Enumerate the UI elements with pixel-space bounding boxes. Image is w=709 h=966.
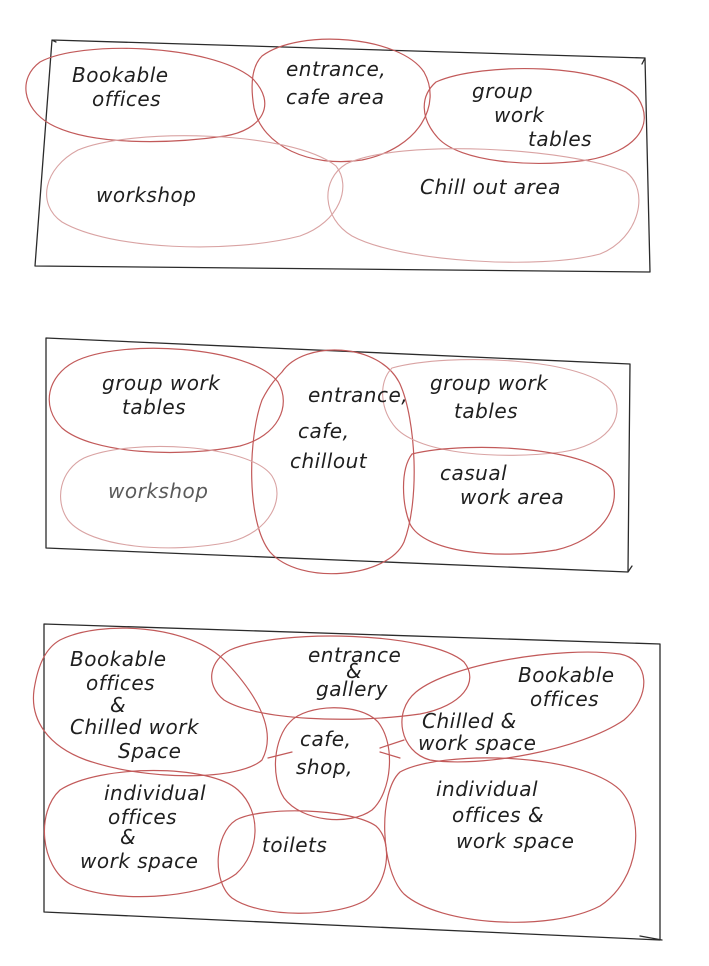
diagram-2-label-workshop: workshop (108, 479, 208, 503)
label-line: cafe, (298, 419, 349, 443)
label-line: cafe area (286, 85, 385, 109)
diagram-3-label-cafe-shop: cafe, shop, (296, 727, 358, 779)
label-line: Chill out area (420, 175, 561, 199)
label-line: workshop (96, 183, 196, 207)
diagram-1-bubble-bookable-offices (25, 47, 266, 143)
diagram-3-label-individual-offices-left: individual offices & work space (80, 781, 213, 873)
label-line: offices (108, 805, 177, 829)
label-line: cafe, (300, 727, 351, 751)
diagram-2-bubble-group-work-tables-left (48, 347, 284, 454)
label-line: chillout (290, 449, 368, 473)
label-line: Space (118, 739, 181, 763)
diagram-2-bubble-casual-work-area (402, 446, 615, 555)
diagram-3-connector-lines (267, 739, 405, 759)
diagram-3-label-bookable-offices-right: Bookable offices (518, 663, 621, 711)
diagram-2: group work tables entrance, cafe, chillo… (45, 337, 633, 575)
diagram-3-label-bookable-offices-chilled-work-space: Bookable offices & Chilled work Space (70, 647, 206, 763)
label-line: entrance, (286, 57, 386, 81)
label-line: group work (430, 371, 549, 395)
diagram-3-label-individual-offices-right: individual offices & work space (436, 777, 574, 853)
label-line: work space (418, 731, 536, 755)
diagram-1-bubble-entrance-cafe (251, 38, 431, 163)
label-line: group work (102, 371, 221, 395)
diagram-3: Bookable offices & Chilled work Space en… (32, 623, 663, 941)
diagram-2-bubble-workshop (60, 445, 278, 549)
diagram-1-bubble-chill-out-area (327, 148, 640, 263)
diagram-2-bubble-entrance-cafe-chillout (251, 349, 415, 575)
diagram-3-bubble-cafe-shop (274, 707, 391, 821)
label-line: offices (86, 671, 155, 695)
diagram-1-label-chill-out-area: Chill out area (420, 175, 561, 199)
diagram-3-bubble-toilets (217, 810, 388, 914)
diagram-3-bubble-bookable-offices-chilled-work-space (32, 627, 268, 777)
diagram-3-frame (43, 623, 663, 941)
label-line: work area (460, 485, 564, 509)
label-line: shop, (296, 755, 353, 779)
label-line: Bookable (70, 647, 167, 671)
label-line: entrance, (308, 383, 408, 407)
diagram-1-label-workshop: workshop (96, 183, 196, 207)
diagram-2-label-group-work-tables-right: group work tables (430, 371, 555, 423)
diagram-2-label-casual-work-area: casual work area (440, 461, 564, 509)
label-line: Chilled & (422, 709, 517, 733)
label-line: & (346, 659, 362, 683)
label-line: individual (436, 777, 538, 801)
label-line: & (110, 693, 126, 717)
diagram-3-label-entrance-gallery: entrance & gallery (308, 643, 408, 701)
label-line: Chilled work (70, 715, 200, 739)
label-line: offices (92, 87, 161, 111)
label-line: toilets (262, 833, 327, 857)
label-line: tables (454, 399, 518, 423)
diagram-3-bubble-individual-offices-right (384, 757, 637, 923)
diagram-2-label-entrance-cafe-chillout: entrance, cafe, chillout (290, 383, 415, 473)
label-line: & (120, 825, 136, 849)
label-line: offices (530, 687, 599, 711)
label-line: gallery (316, 677, 389, 701)
label-line: group (472, 79, 533, 103)
label-line: work space (456, 829, 574, 853)
diagram-2-label-group-work-tables-left: group work tables (102, 371, 227, 419)
diagram-1-frame (34, 39, 651, 273)
diagram-3-bubble-bookable-offices-right (401, 651, 645, 763)
label-line: offices & (452, 803, 544, 827)
label-line: work space (80, 849, 198, 873)
label-line: individual (104, 781, 206, 805)
label-line: tables (122, 395, 186, 419)
diagram-3-label-chilled-work-space: Chilled & work space (418, 709, 536, 755)
label-line: entrance (308, 643, 401, 667)
diagram-3-label-toilets: toilets (262, 833, 327, 857)
label-line: Bookable (518, 663, 615, 687)
label-line: workshop (108, 479, 208, 503)
diagram-1-label-group-work-tables: group work tables (472, 79, 592, 151)
diagram-1-label-entrance-cafe: entrance, cafe area (286, 57, 393, 109)
label-line: Bookable (72, 63, 169, 87)
diagram-1-bubble-group-work-tables (423, 68, 645, 164)
diagram-2-frame (45, 337, 633, 573)
diagram-3-bubble-individual-offices-left (43, 769, 256, 898)
label-line: tables (528, 127, 592, 151)
label-line: casual (440, 461, 507, 485)
diagram-1-label-bookable-offices: Bookable offices (72, 63, 175, 111)
diagram-1: Bookable offices entrance, cafe area gro… (25, 38, 651, 273)
diagram-1-bubble-workshop (46, 135, 344, 248)
diagram-3-bubble-entrance-gallery (211, 635, 471, 720)
label-line: work (494, 103, 545, 127)
diagram-2-bubble-group-work-tables-right (382, 359, 618, 456)
